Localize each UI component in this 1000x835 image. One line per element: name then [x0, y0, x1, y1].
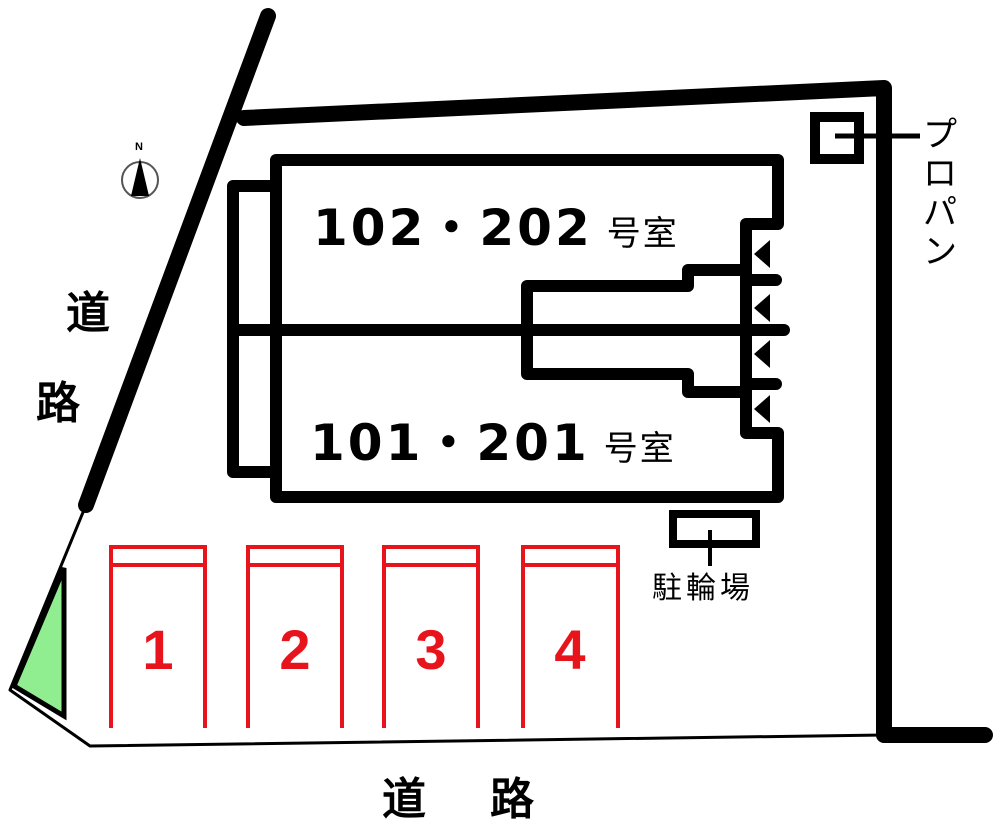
north-arrow-icon: N	[121, 141, 159, 199]
parking-slot-2: 2	[279, 618, 311, 681]
parking-slot-3: 3	[415, 618, 447, 681]
parking-slot-1: 1	[142, 618, 174, 681]
bicycle-parking-label: 駐輪場	[652, 571, 754, 606]
boundary-walls	[8, 8, 993, 748]
propane-char: パ	[923, 193, 957, 234]
parking-slots	[109, 545, 620, 728]
west-road-label-1: 道	[66, 288, 110, 339]
propane-char: プ	[923, 115, 957, 155]
room-suffix: 号室	[606, 214, 679, 254]
south-road-label: 道 路	[382, 774, 544, 825]
svg-text:N: N	[135, 141, 143, 153]
entry-arrow-icons	[754, 240, 770, 423]
propane-char: ン	[923, 232, 957, 273]
room-number: 101・201	[310, 414, 590, 472]
building	[227, 154, 790, 503]
bicycle-parking-box	[669, 510, 760, 566]
room-number: 102・202	[313, 199, 593, 257]
green-area	[10, 567, 67, 721]
room-suffix: 号室	[603, 429, 676, 469]
propane-label: プ ロ パ ン	[920, 115, 960, 273]
propane-char: ロ	[923, 154, 957, 195]
propane-tank	[810, 112, 920, 164]
parking-slot-4: 4	[554, 618, 586, 681]
west-road-label-2: 路	[36, 378, 80, 429]
